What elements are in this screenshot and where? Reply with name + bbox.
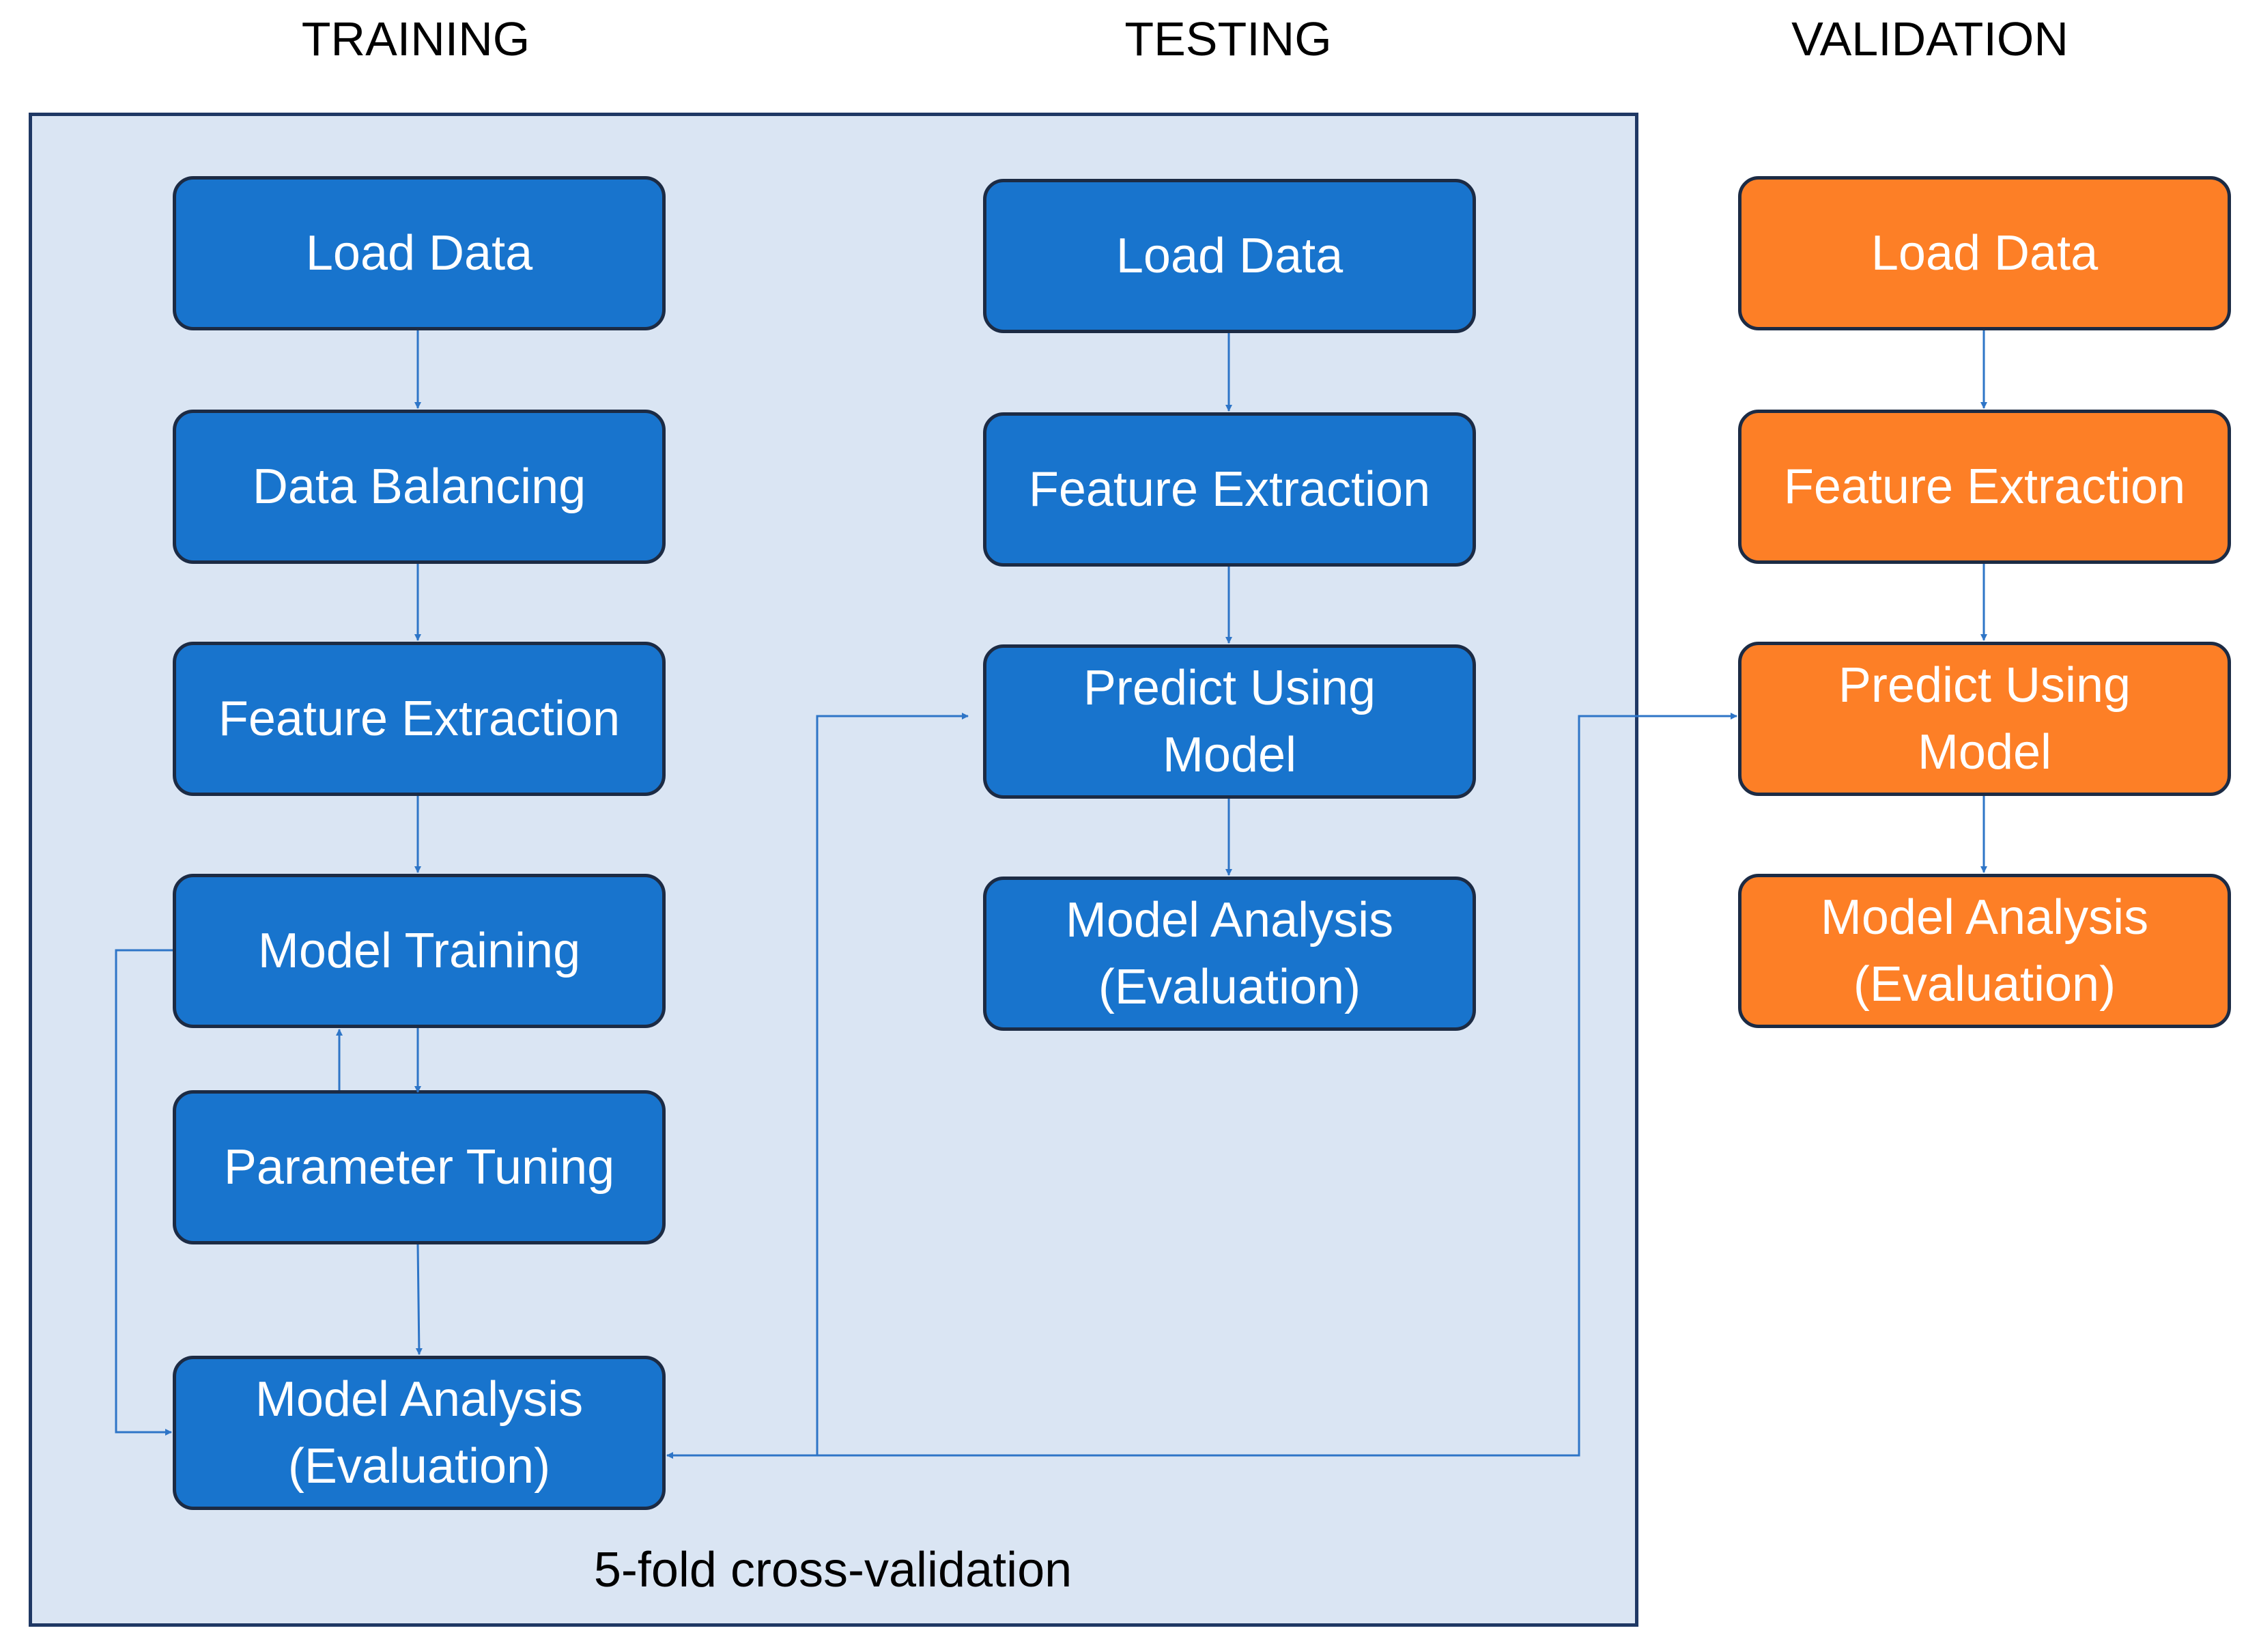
validation-predict-using-model-box: Predict Using Model (1738, 642, 2231, 796)
validation-heading: VALIDATION (1791, 12, 2069, 66)
training-parameter-tuning-box: Parameter Tuning (173, 1090, 666, 1244)
testing-feature-extraction-box: Feature Extraction (983, 412, 1476, 567)
training-load-data-box: Load Data (173, 176, 666, 330)
testing-load-data-box: Load Data (983, 179, 1476, 333)
training-model-analysis-box: Model Analysis (Evaluation) (173, 1356, 666, 1510)
training-feature-extraction-box: Feature Extraction (173, 642, 666, 796)
validation-feature-extraction-box: Feature Extraction (1738, 410, 2231, 564)
validation-model-analysis-box: Model Analysis (Evaluation) (1738, 874, 2231, 1028)
testing-predict-using-model-box: Predict Using Model (983, 644, 1476, 799)
testing-heading: TESTING (1124, 12, 1332, 66)
validation-load-data-box: Load Data (1738, 176, 2231, 330)
cross-validation-label: 5-fold cross-validation (593, 1543, 1072, 1597)
testing-model-analysis-box: Model Analysis (Evaluation) (983, 877, 1476, 1031)
training-model-training-box: Model Training (173, 874, 666, 1028)
training-data-balancing-box: Data Balancing (173, 410, 666, 564)
training-heading: TRAINING (301, 12, 530, 66)
